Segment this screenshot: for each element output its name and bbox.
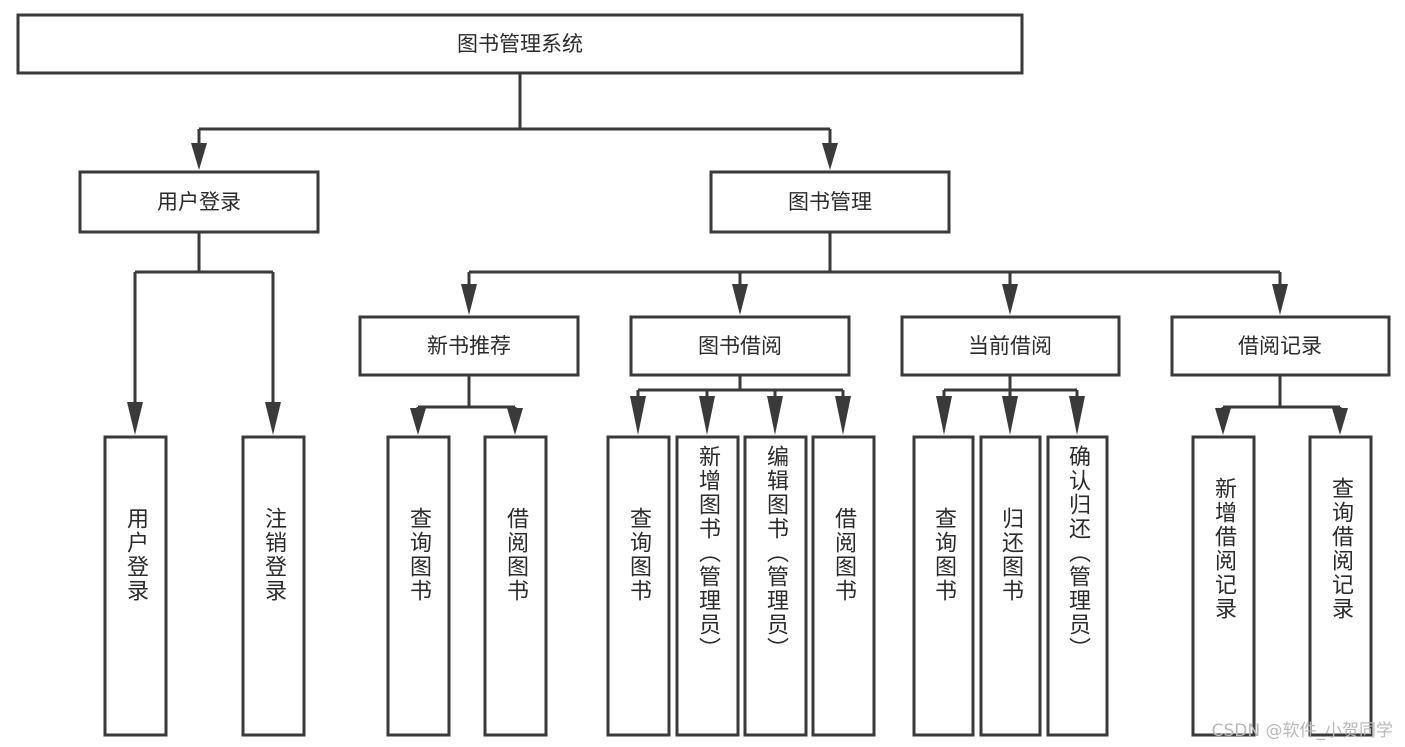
node-leaf-query-book-3-box[interactable]: [912, 435, 975, 737]
connector-group-book-borrow: [630, 375, 851, 435]
arrow-head-leaf-edit-book: [767, 396, 783, 435]
node-user-login-label: 用户登录: [157, 190, 241, 214]
node-book-manage-box[interactable]: [709, 170, 951, 234]
arrow-head-leaf-add-record: [1215, 408, 1231, 435]
node-leaf-query-book-2-box[interactable]: [606, 435, 671, 737]
arrow-head-book-borrow: [732, 284, 748, 315]
node-leaf-query-book-1-box[interactable]: [386, 435, 451, 737]
arrow-head-user-login: [191, 143, 207, 170]
arrow-head-leaf-query-record: [1332, 408, 1348, 435]
arrow-head-book-manage: [822, 143, 838, 170]
arrow-head-borrow-record: [1272, 284, 1288, 315]
node-leaf-edit-book-box[interactable]: [743, 435, 808, 737]
node-user-login-box[interactable]: [78, 170, 320, 234]
node-leaf-borrow-book-1-box[interactable]: [483, 435, 548, 737]
arrow-head-leaf-query-book-1: [410, 408, 426, 435]
node-current-borrow[interactable]: 当前借阅: [900, 315, 1121, 377]
node-root[interactable]: 图书管理系统: [16, 13, 1024, 75]
node-book-borrow-box[interactable]: [629, 315, 851, 377]
node-leaf-add-record-box[interactable]: [1191, 435, 1256, 737]
arrow-head-leaf-query-book-2: [630, 396, 646, 435]
arrow-head-leaf-borrow-book-2: [835, 396, 851, 435]
node-new-book-rec[interactable]: 新书推荐: [358, 315, 580, 377]
arrow-head-current-borrow: [1002, 284, 1018, 315]
connector-group-root: [191, 73, 838, 170]
node-leaf-return-book-box[interactable]: [979, 435, 1042, 737]
node-borrow-record-box[interactable]: [1170, 315, 1391, 377]
connector-group-book-manage: [461, 232, 1288, 315]
connector-group-new-book-rec: [410, 375, 523, 435]
connector-group-borrow-record: [1215, 375, 1348, 435]
node-leaf-borrow-book-2-box[interactable]: [811, 435, 876, 737]
node-leaf-query-record-box[interactable]: [1308, 435, 1373, 737]
arrow-head-leaf-user-logout: [265, 402, 281, 435]
node-leaf-user-login-box[interactable]: [103, 435, 168, 737]
node-borrow-record[interactable]: 借阅记录: [1170, 315, 1391, 377]
node-borrow-record-label: 借阅记录: [1238, 334, 1322, 358]
arrow-head-leaf-add-book: [699, 396, 715, 435]
node-leaf-user-logout-box[interactable]: [241, 435, 306, 737]
node-current-borrow-box[interactable]: [900, 315, 1121, 377]
arrow-head-leaf-return-book: [1002, 396, 1018, 435]
node-leaf-confirm-return-box[interactable]: [1046, 435, 1109, 737]
arrow-head-leaf-borrow-book-1: [507, 408, 523, 435]
arrow-head-leaf-query-book-3: [936, 396, 952, 435]
node-new-book-rec-label: 新书推荐: [427, 334, 511, 358]
node-root-label: 图书管理系统: [457, 32, 583, 56]
arrow-head-new-book-rec: [461, 284, 477, 315]
node-new-book-rec-box[interactable]: [358, 315, 580, 377]
node-root-box[interactable]: [16, 13, 1024, 75]
node-book-borrow-label: 图书借阅: [698, 334, 782, 358]
node-book-manage-label: 图书管理: [788, 190, 872, 214]
node-current-borrow-label: 当前借阅: [968, 334, 1052, 358]
node-book-borrow[interactable]: 图书借阅: [629, 315, 851, 377]
arrow-head-leaf-confirm-return: [1069, 396, 1085, 435]
connector-group-user-login: [127, 232, 281, 435]
connector-group-current-borrow: [936, 375, 1085, 435]
arrow-head-leaf-user-login: [127, 402, 143, 435]
csdn-watermark: CSDN @软件_小贺同学: [1211, 721, 1393, 741]
node-leaf-add-book-box[interactable]: [675, 435, 740, 737]
node-book-manage[interactable]: 图书管理: [709, 170, 951, 234]
node-user-login[interactable]: 用户登录: [78, 170, 320, 234]
